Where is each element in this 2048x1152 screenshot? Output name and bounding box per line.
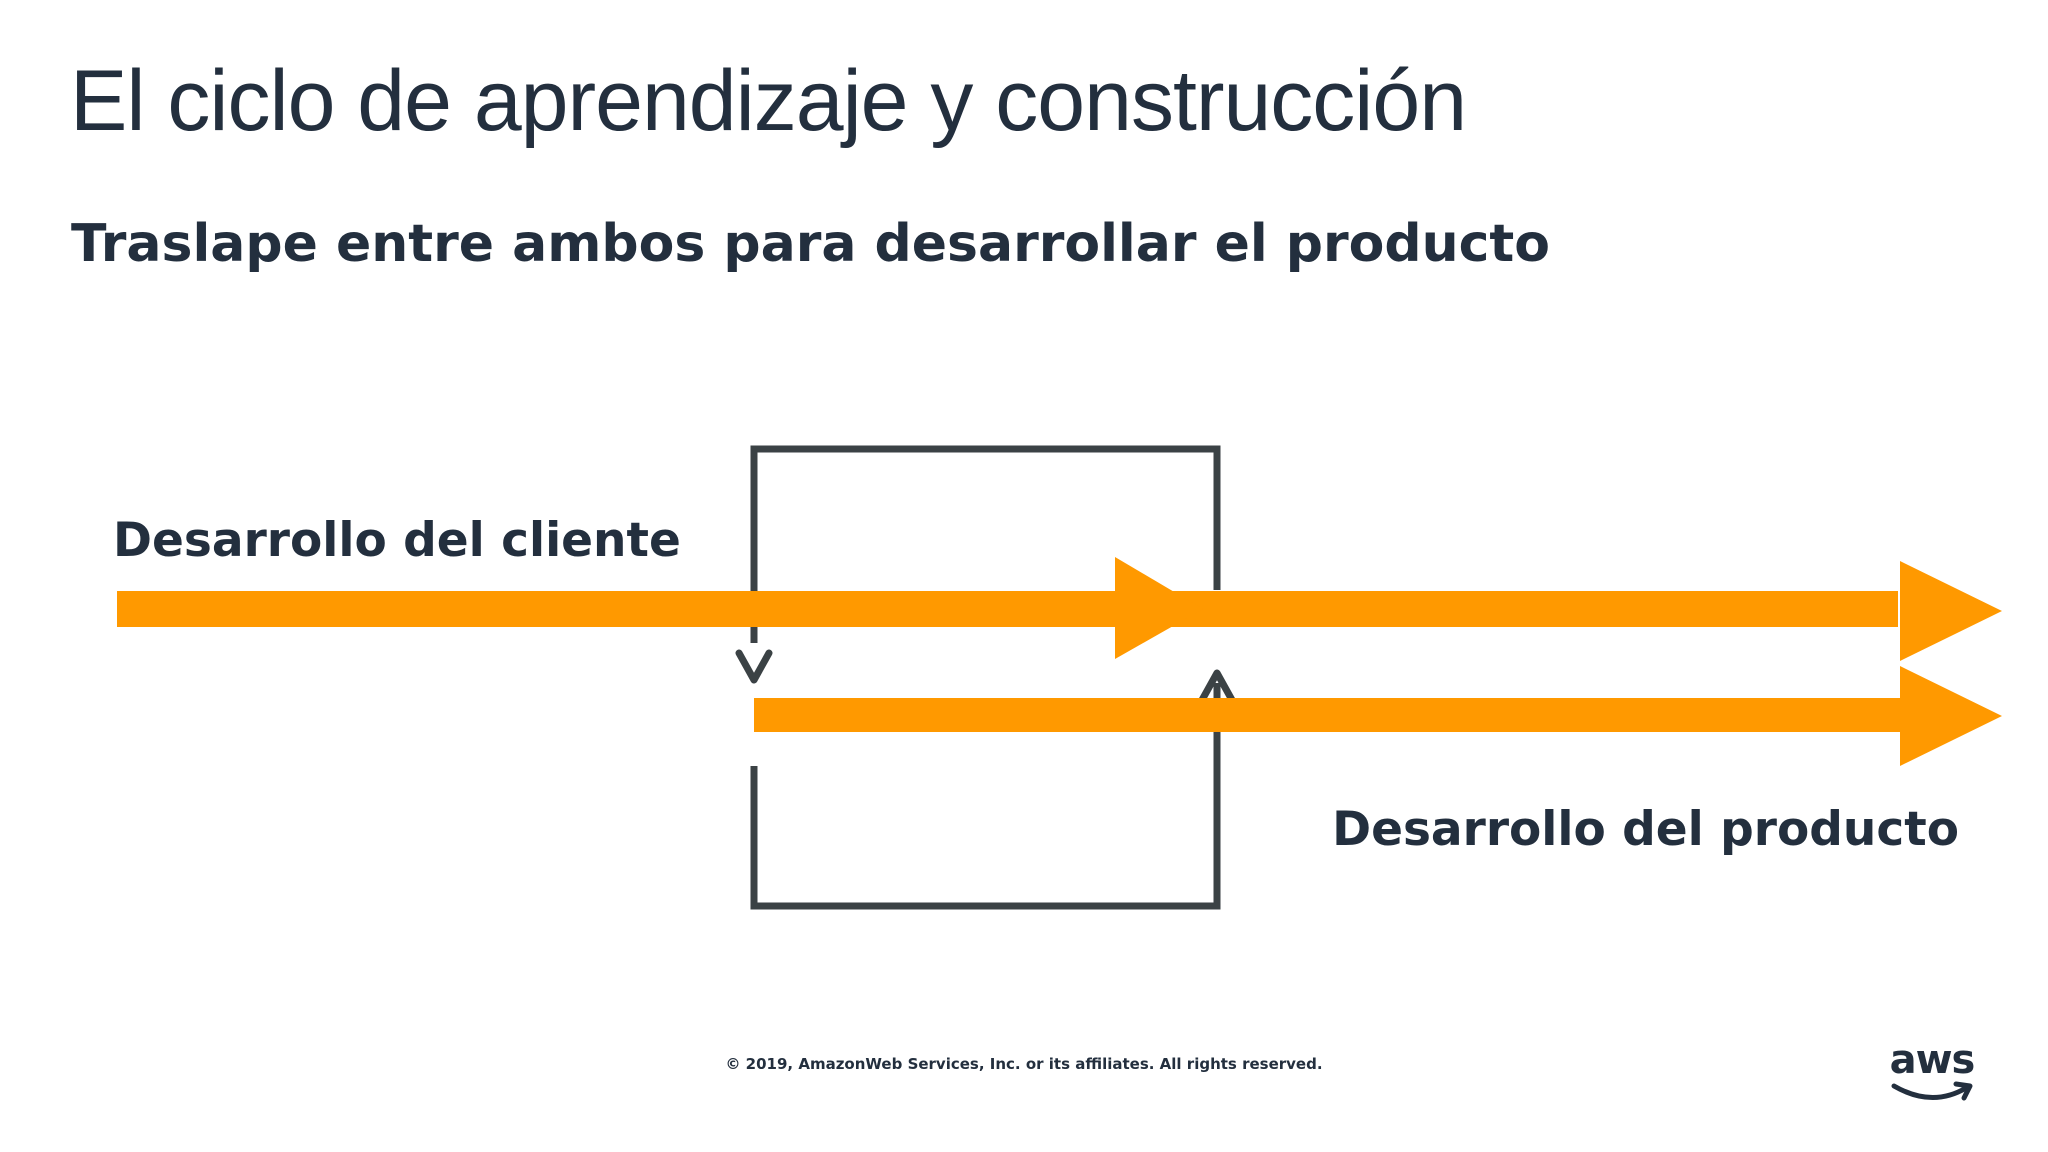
customer-development-label: Desarrollo del cliente xyxy=(113,513,681,568)
aws-logo-text: aws xyxy=(1889,1037,1976,1083)
product-arrow-shaft xyxy=(754,698,1900,732)
product-arrow-head xyxy=(1900,666,2002,766)
aws-smile-icon xyxy=(1891,1081,1973,1101)
loop-top-bracket xyxy=(750,445,1221,643)
feedback-loop xyxy=(735,445,1236,910)
aws-logo: aws xyxy=(1884,1040,1980,1110)
copyright-notice: © 2019, AmazonWeb Services, Inc. or its … xyxy=(725,1055,1323,1073)
customer-arrow-head xyxy=(1900,561,2002,661)
product-development-arrow xyxy=(754,666,2002,766)
slide-subtitle: Traslape entre ambos para desarrollar el… xyxy=(71,214,1551,274)
customer-arrow-midhead xyxy=(1115,557,1203,659)
loop-bottom-bracket xyxy=(750,683,1221,910)
loop-down-arrowhead xyxy=(735,649,773,684)
customer-development-arrow xyxy=(117,557,2002,661)
customer-arrow-shaft xyxy=(117,591,1898,627)
loop-up-arrowhead xyxy=(1198,669,1236,704)
slide-title: El ciclo de aprendizaje y construcción xyxy=(70,53,1467,149)
product-development-label: Desarrollo del producto xyxy=(1332,802,1959,857)
